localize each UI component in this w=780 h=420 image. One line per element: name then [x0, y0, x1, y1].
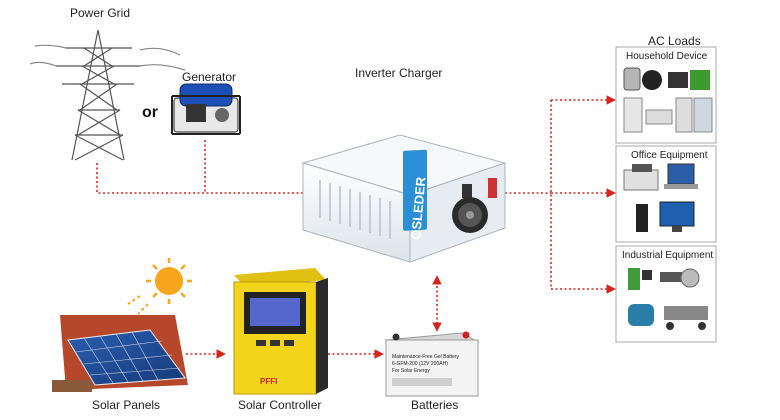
power-grid-label: Power Grid: [70, 6, 131, 20]
inverter-brand-text: OSLEDER: [408, 176, 428, 241]
household-load-box: [615, 46, 717, 144]
solar-panels-icon: [52, 315, 188, 392]
battery-label-line2: 6-GFM-200 (12V 200AH): [392, 361, 448, 367]
generator-icon: [171, 83, 241, 135]
office-equipment-icon: [623, 163, 698, 232]
sun-icon: [127, 258, 192, 315]
battery-label-line3: For Solar Energy: [392, 368, 430, 374]
batteries-label: Batteries: [411, 398, 459, 412]
industrial-equipment-icon: [628, 268, 708, 330]
industrial-equipment-label: Industrial Equipment: [622, 250, 714, 261]
household-device-label: Household Device: [626, 51, 708, 62]
solar-controller-icon: PFFI: [233, 268, 328, 395]
battery-icon: Maintenance-Free Gel Battery 6-GFM-200 (…: [384, 331, 480, 397]
controller-brand-text: PFFI: [260, 377, 277, 386]
solar-controller-label: Solar Controller: [238, 398, 322, 412]
battery-label-line1: Maintenance-Free Gel Battery: [392, 354, 459, 360]
office-equipment-label: Office Equipment: [631, 150, 708, 161]
inverter-charger-icon: OSLEDER: [301, 134, 507, 263]
household-appliances-icon: [623, 67, 713, 133]
solar-panels-label: Solar Panels: [92, 398, 161, 412]
power-grid-tower-icon: [29, 29, 186, 161]
generator-label: Generator: [182, 70, 237, 84]
office-load-box: [615, 145, 717, 243]
ac-loads-label: AC Loads: [648, 34, 701, 48]
connectors: [96, 95, 616, 359]
inverter-charger-label: Inverter Charger: [355, 66, 443, 80]
or-label: or: [142, 104, 158, 121]
industrial-load-box: [615, 245, 717, 343]
grid-to-inverter-line: [96, 163, 303, 194]
